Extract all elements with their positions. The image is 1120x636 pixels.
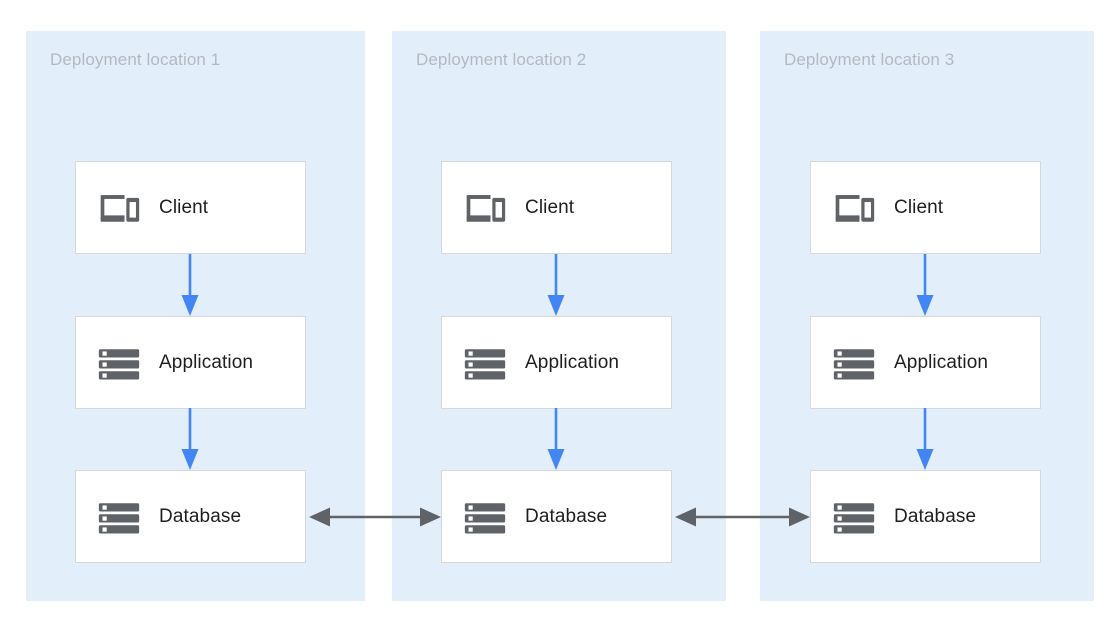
node-database-3[interactable]: Database (810, 470, 1041, 563)
node-label-application-2: Application (525, 351, 620, 373)
node-label-database-2: Database (525, 505, 608, 527)
arrow-client-to-application-1 (181, 254, 199, 316)
arrow-application-to-database-1 (181, 408, 199, 470)
node-label-client-2: Client (525, 196, 575, 218)
zone-title-1: Deployment location 1 (50, 50, 221, 69)
arrow-database2-database3 (675, 507, 810, 527)
node-label-application-3: Application (894, 351, 989, 373)
devices-icon (835, 194, 875, 222)
server-stack-icon (464, 348, 506, 379)
arrow-application-to-database-3 (916, 408, 934, 470)
node-label-database-3: Database (894, 505, 977, 527)
node-client-3[interactable]: Client (810, 161, 1041, 254)
server-stack-icon (833, 348, 875, 379)
node-application-3[interactable]: Application (810, 316, 1041, 409)
devices-icon (100, 194, 140, 222)
devices-icon (466, 194, 506, 222)
zone-title-3: Deployment location 3 (784, 50, 955, 69)
node-client-1[interactable]: Client (75, 161, 306, 254)
node-label-database-1: Database (159, 505, 242, 527)
node-client-2[interactable]: Client (441, 161, 672, 254)
node-application-2[interactable]: Application (441, 316, 672, 409)
server-stack-icon (833, 502, 875, 533)
node-application-1[interactable]: Application (75, 316, 306, 409)
server-stack-icon (98, 348, 140, 379)
node-label-application-1: Application (159, 351, 254, 373)
node-label-client-3: Client (894, 196, 944, 218)
arrow-client-to-application-3 (916, 254, 934, 316)
server-stack-icon (98, 502, 140, 533)
zone-title-2: Deployment location 2 (416, 50, 587, 69)
arrow-database1-database2 (309, 507, 441, 527)
node-database-1[interactable]: Database (75, 470, 306, 563)
arrow-application-to-database-2 (547, 408, 565, 470)
server-stack-icon (464, 502, 506, 533)
arrow-client-to-application-2 (547, 254, 565, 316)
node-label-client-1: Client (159, 196, 209, 218)
node-database-2[interactable]: Database (441, 470, 672, 563)
